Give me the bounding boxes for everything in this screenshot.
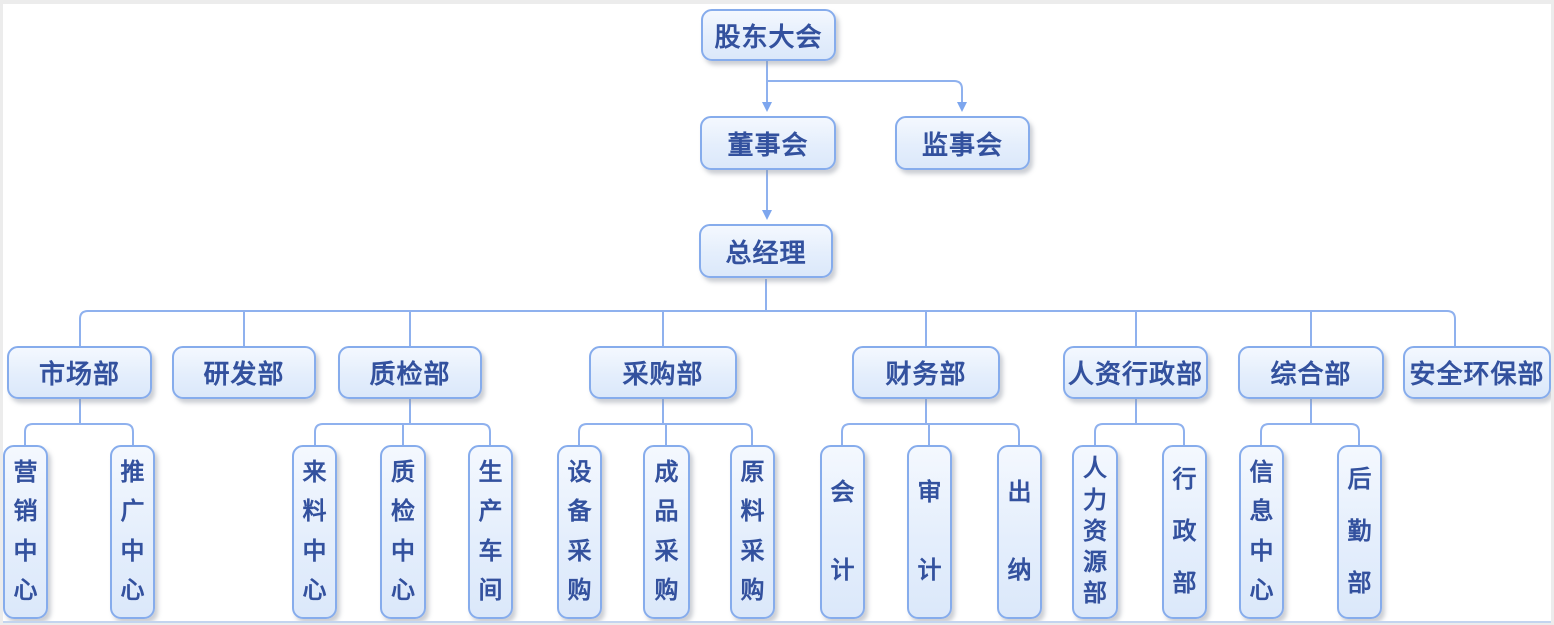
node-production-workshop[interactable]: 生产车间 [468, 445, 513, 619]
node-board-of-directors[interactable]: 董事会 [700, 116, 836, 170]
node-label: 董事会 [727, 130, 809, 160]
node-marketing-center[interactable]: 营销中心 [3, 445, 48, 619]
node-audit[interactable]: 审计 [907, 445, 952, 619]
node-finance-dept[interactable]: 财务部 [852, 346, 1000, 399]
node-general-affairs-dept[interactable]: 综合部 [1238, 346, 1384, 399]
node-admin-dept[interactable]: 行政部 [1162, 445, 1207, 619]
node-accounting[interactable]: 会计 [820, 445, 865, 619]
node-logistics-dept[interactable]: 后勤部 [1337, 445, 1382, 619]
node-qc-center[interactable]: 质检中心 [380, 445, 426, 619]
node-label: 采购部 [622, 360, 704, 389]
node-label: 出纳 [1007, 479, 1032, 585]
frame-left-edge [0, 0, 3, 625]
node-label: 原料采购 [740, 460, 765, 604]
node-label: 市场部 [38, 360, 120, 389]
node-label: 人资行政部 [1067, 360, 1203, 389]
node-label: 推广中心 [120, 460, 145, 604]
node-promotion-center[interactable]: 推广中心 [110, 445, 155, 619]
node-label: 研发部 [203, 360, 285, 389]
node-label: 信息中心 [1249, 460, 1274, 604]
node-supervisory-board[interactable]: 监事会 [895, 116, 1030, 170]
node-label: 股东大会 [714, 22, 823, 52]
node-label: 来料中心 [302, 460, 327, 604]
node-general-manager[interactable]: 总经理 [699, 224, 833, 278]
node-cashier[interactable]: 出纳 [997, 445, 1042, 619]
node-label: 会计 [830, 479, 855, 585]
node-label: 财务部 [885, 360, 967, 389]
node-label: 人力资源部 [1083, 456, 1107, 608]
node-finished-goods-procurement[interactable]: 成品采购 [643, 445, 690, 619]
node-label: 设备采购 [567, 460, 592, 604]
node-safety-env-dept[interactable]: 安全环保部 [1403, 346, 1551, 399]
node-label: 审计 [917, 479, 942, 585]
node-rnd-dept[interactable]: 研发部 [172, 346, 316, 399]
node-label: 综合部 [1270, 360, 1352, 389]
frame-right-edge [1551, 0, 1554, 625]
node-info-center[interactable]: 信息中心 [1239, 445, 1284, 619]
node-procurement-dept[interactable]: 采购部 [589, 346, 737, 399]
node-label: 营销中心 [13, 460, 38, 604]
node-label: 生产车间 [478, 460, 503, 604]
node-label: 总经理 [725, 238, 807, 268]
frame-bottom-edge [0, 623, 1554, 625]
node-raw-material-procurement[interactable]: 原料采购 [730, 445, 775, 619]
node-shareholders-meeting[interactable]: 股东大会 [701, 9, 836, 61]
node-label: 监事会 [921, 130, 1003, 160]
frame-top-edge [0, 0, 1554, 4]
node-marketing-dept[interactable]: 市场部 [7, 346, 152, 399]
node-label: 成品采购 [654, 460, 679, 604]
node-label: 安全环保部 [1409, 360, 1545, 389]
canvas-bottom-border [3, 621, 1551, 623]
node-hr-admin-dept[interactable]: 人资行政部 [1063, 346, 1208, 399]
node-label: 后勤部 [1347, 466, 1372, 598]
node-incoming-material-center[interactable]: 来料中心 [292, 445, 337, 619]
node-label: 行政部 [1172, 466, 1197, 598]
node-hr-dept[interactable]: 人力资源部 [1072, 445, 1118, 619]
node-label: 质检部 [369, 360, 451, 389]
node-label: 质检中心 [391, 460, 415, 604]
node-qc-dept[interactable]: 质检部 [338, 346, 482, 399]
node-equipment-procurement[interactable]: 设备采购 [557, 445, 602, 619]
